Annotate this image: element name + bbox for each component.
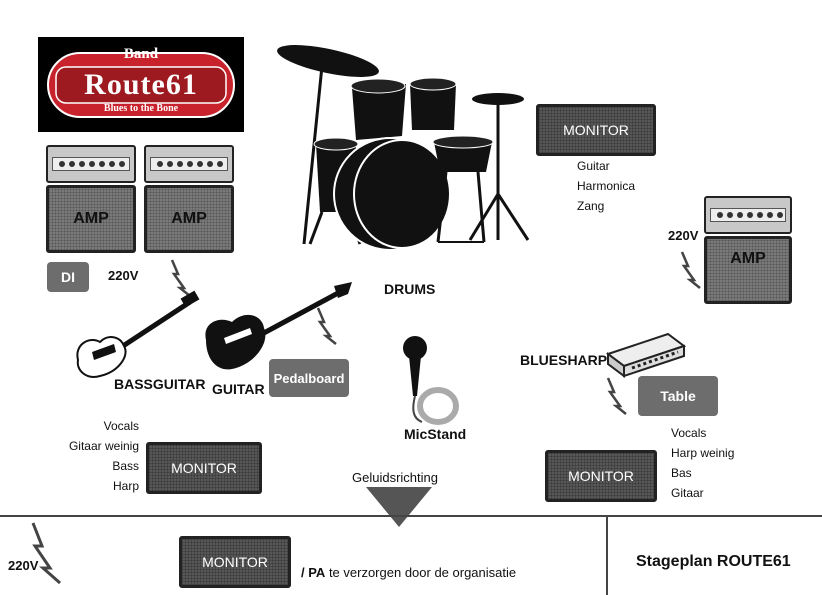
amp-cabinet-right: AMP	[704, 236, 792, 304]
mix-line: Zang	[577, 199, 605, 213]
mix-line: Guitar	[577, 159, 610, 173]
amp-head-left-2	[144, 145, 234, 183]
power-lightning-icon	[170, 259, 191, 297]
di-label: DI	[61, 269, 75, 285]
legend-description: te verzorgen door de organisatie	[325, 565, 517, 580]
logo-main-text: Route61	[84, 68, 198, 101]
table-box: Table	[638, 376, 718, 416]
power-label-bottom: 220V	[8, 558, 39, 573]
legend-prefix: / PA	[301, 565, 326, 580]
monitor-right: MONITOR	[545, 450, 657, 502]
power-label-left: 220V	[108, 268, 139, 283]
amp-cabinet-left-1: AMP	[46, 185, 136, 253]
logo-band-text: Band	[123, 46, 159, 62]
logo-tagline: Blues to the Bone	[103, 103, 179, 114]
bassguitar-label: BASSGUITAR	[114, 376, 206, 392]
footer-divider-vertical	[606, 516, 608, 595]
mix-line: Bass	[112, 459, 139, 473]
footer-legend-text: / PA te verzorgen door de organisatie	[301, 565, 516, 580]
monitor-left: MONITOR	[146, 442, 262, 494]
monitor-right-mix-list: Vocals Harp weinig Bas Gitaar	[671, 423, 734, 503]
monitor-label: MONITOR	[568, 468, 634, 484]
monitor-label: MONITOR	[202, 554, 268, 570]
monitor-label: MONITOR	[563, 122, 629, 138]
amp-head-left-1	[46, 145, 136, 183]
pedalboard-label: Pedalboard	[273, 370, 345, 386]
mix-line: Bas	[671, 466, 692, 480]
drums-label: DRUMS	[384, 281, 436, 297]
power-label-right: 220V	[668, 228, 699, 243]
monitor-top-mix-list: Guitar Harmonica Zang	[577, 156, 635, 216]
mix-line: Harp weinig	[671, 446, 735, 460]
mix-line: Gitaar weinig	[68, 439, 139, 453]
harmonica-icon	[605, 332, 687, 378]
amp-label: AMP	[730, 250, 766, 267]
logo-graphic	[47, 52, 235, 118]
drum-kit-icon	[277, 45, 530, 251]
amp-label: AMP	[73, 210, 109, 227]
mix-line: Gitaar	[671, 486, 704, 500]
amp-label: AMP	[171, 210, 207, 227]
micstand-label: MicStand	[404, 426, 467, 442]
power-lightning-icon	[31, 522, 61, 585]
power-lightning-icon	[680, 251, 701, 289]
amp-head-right	[704, 196, 792, 234]
guitar-label: GUITAR	[212, 381, 265, 397]
bluesharp-label: BLUESHARP	[520, 352, 608, 368]
monitor-top: MONITOR	[536, 104, 656, 156]
mix-line: Vocals	[103, 419, 139, 433]
mix-line: Vocals	[671, 426, 707, 440]
di-box: DI	[47, 262, 89, 292]
power-lightning-icon	[606, 377, 627, 415]
mix-line: Harp	[112, 479, 139, 493]
stageplan-title: Stageplan ROUTE61	[636, 553, 791, 570]
microphone-icon	[403, 336, 459, 425]
sound-direction-arrow-icon	[366, 487, 432, 527]
band-logo: Band Route61 Blues to the Bone	[38, 37, 244, 132]
mix-line: Harmonica	[577, 179, 636, 193]
footer-divider-horizontal	[0, 515, 822, 517]
table-label: Table	[660, 388, 696, 404]
electric-guitar-icon	[205, 282, 352, 370]
bass-guitar-icon	[76, 290, 200, 378]
power-lightning-icon	[316, 307, 337, 345]
amp-cabinet-left-2: AMP	[144, 185, 234, 253]
monitor-legend: MONITOR	[179, 536, 291, 588]
pedalboard-box: Pedalboard	[269, 359, 349, 397]
sound-direction-label: Geluidsrichting	[352, 470, 438, 485]
monitor-left-mix-list: Vocals Gitaar weinig Bass Harp	[69, 416, 139, 496]
monitor-label: MONITOR	[171, 460, 237, 476]
